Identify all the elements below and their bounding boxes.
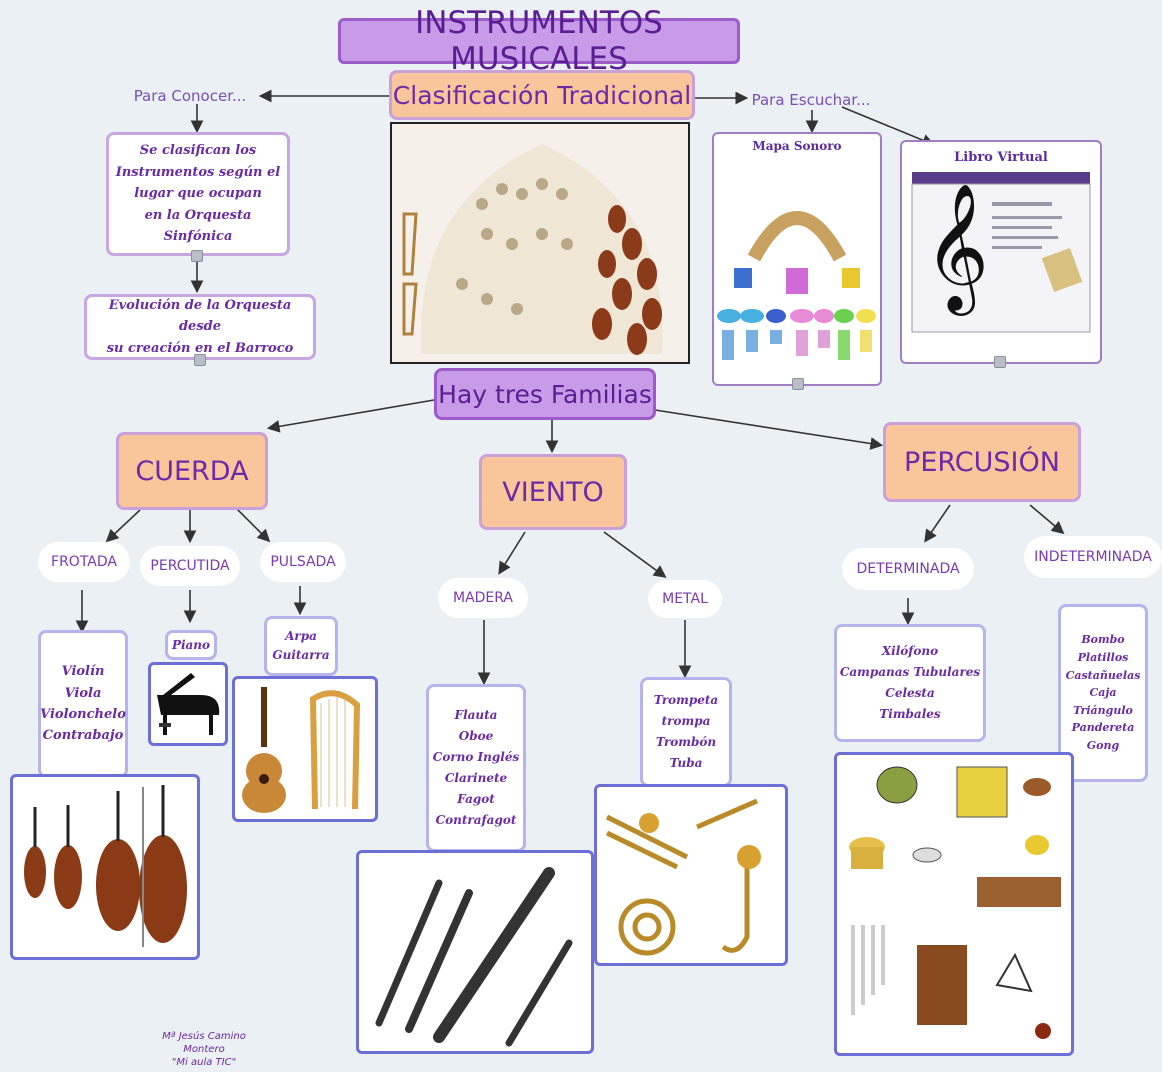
indeterminada-list: Bombo Platillos Castañuelas Caja Triángu… [1058,604,1148,782]
frotada-text: FROTADA [51,554,117,570]
libro-virtual-text: Libro Virtual [954,149,1048,165]
map-title: INSTRUMENTOS MUSICALES [338,5,740,77]
viento-text: VIENTO [502,476,604,508]
list-item: Contrafagot [435,813,517,827]
para-conocer-label: Para Conocer... [120,84,260,108]
classification-text: Clasificación Tradicional [392,80,692,110]
cuerda-text: CUERDA [135,455,249,487]
list-item: Trombón [655,735,717,749]
evolucion-box[interactable]: Evolución de la Orquesta desde su creaci… [84,294,316,360]
svg-text:𝄞: 𝄞 [924,182,989,316]
list-item: Platillos [1077,651,1129,665]
metal-label: METAL [648,580,722,618]
metal-text: METAL [662,591,708,607]
piano-image [148,662,228,746]
list-item: Piano [171,637,211,652]
list-item: Contrabajo [42,728,124,744]
clasifican-box[interactable]: Se clasifican los Instrumentos según el … [106,132,290,256]
list-item: Guitarra [272,648,330,662]
viento-node[interactable]: VIENTO [479,454,627,530]
determinada-list: Xilófono Campanas Tubulares Celesta Timb… [834,624,986,742]
percutida-list: Piano [165,630,217,660]
mapa-sonoro-thumbnail [717,211,876,360]
credit-line-2: "Mi aula TIC" [171,1057,237,1068]
classification-node[interactable]: Clasificación Tradicional [389,70,695,120]
para-escuchar-label: Para Escuchar... [746,88,876,112]
list-item: trompa [661,714,711,728]
percussion-image [834,752,1074,1056]
cuerda-node[interactable]: CUERDA [116,432,268,510]
list-item: Trompeta [653,693,719,707]
list-item: Caja [1089,686,1117,700]
clasifican-line-4: en la Orquesta Sinfónica [144,207,252,245]
mapa-sonoro-title: Mapa Sonoro [714,134,880,158]
indeterminada-label: INDETERMINADA [1024,536,1162,578]
libro-virtual-box[interactable]: Libro Virtual 𝄞 [900,140,1102,364]
resource-link-icon[interactable] [191,250,203,262]
para-conocer-text: Para Conocer... [133,87,247,105]
list-item: Violín [61,664,105,680]
frotada-list: Violín Viola Violonchelo Contrabajo [38,630,128,778]
list-item: Viola [64,685,102,701]
woodwind-image [356,850,594,1054]
mapa-sonoro-text: Mapa Sonoro [752,139,842,153]
list-item: Corno Inglés [432,750,520,764]
para-escuchar-text: Para Escuchar... [751,91,871,109]
list-item: Bombo [1081,633,1125,647]
libro-virtual-title: Libro Virtual [902,142,1100,172]
list-item: Gong [1086,738,1120,752]
orchestra-image [390,122,690,364]
clasifican-line-1: Se clasifican los [139,143,257,159]
credit-line-1: Mª Jesús Camino Montero [162,1031,246,1055]
mapa-sonoro-box[interactable]: Mapa Sonoro [712,132,882,386]
list-item: Triángulo [1073,703,1133,717]
resource-link-icon[interactable] [994,356,1006,368]
pulsada-label: PULSADA [260,542,346,582]
evolucion-line-1: Evolución de la Orquesta desde [108,297,292,335]
libro-virtual-thumbnail: 𝄞 [911,172,1091,333]
clasifican-line-2: Instrumentos según el [115,164,281,180]
percutida-text: PERCUTIDA [150,558,230,574]
resource-link-icon[interactable] [194,354,206,366]
list-item: Castañuelas [1065,668,1141,682]
list-item: Celesta [885,686,935,700]
hay-tres-text: Hay tres Familias [438,379,652,409]
list-item: Violonchelo [40,707,126,722]
list-item: Arpa [285,629,317,644]
percusion-text: PERCUSIÓN [904,446,1060,478]
list-item: Pandereta [1071,721,1135,735]
evolucion-line-2: su creación en el Barroco [106,340,294,356]
list-item: Campanas Tubulares [839,665,981,679]
clasifican-line-3: lugar que ocupan [134,186,262,202]
pulsada-list: Arpa Guitarra [264,616,338,676]
pulsada-text: PULSADA [270,554,336,570]
author-credit: Mª Jesús Camino Montero "Mi aula TIC" [140,1030,268,1072]
indeterminada-text: INDETERMINADA [1034,549,1152,565]
hay-tres-node[interactable]: Hay tres Familias [434,368,656,420]
list-item: Oboe [458,729,494,743]
brass-image [594,784,788,966]
madera-list: Flauta Oboe Corno Inglés Clarinete Fagot… [426,684,526,852]
resource-link-icon[interactable] [792,378,804,390]
madera-text: MADERA [452,590,514,606]
metal-list: Trompeta trompa Trombón Tuba [640,677,732,787]
bowed-strings-image [10,774,200,960]
frotada-label: FROTADA [38,542,130,582]
determinada-text: DETERMINADA [856,561,960,577]
guitar-harp-image [232,676,378,822]
list-item: Timbales [879,707,941,721]
percutida-label: PERCUTIDA [140,546,240,586]
list-item: Fagot [457,792,495,806]
list-item: Flauta [454,708,498,722]
list-item: Clarinete [444,771,508,785]
percusion-node[interactable]: PERCUSIÓN [883,422,1081,502]
list-item: Xilófono [881,644,939,658]
list-item: Tuba [669,756,703,770]
determinada-label: DETERMINADA [842,548,974,590]
map-title-text: INSTRUMENTOS MUSICALES [415,5,663,77]
madera-label: MADERA [438,578,528,618]
